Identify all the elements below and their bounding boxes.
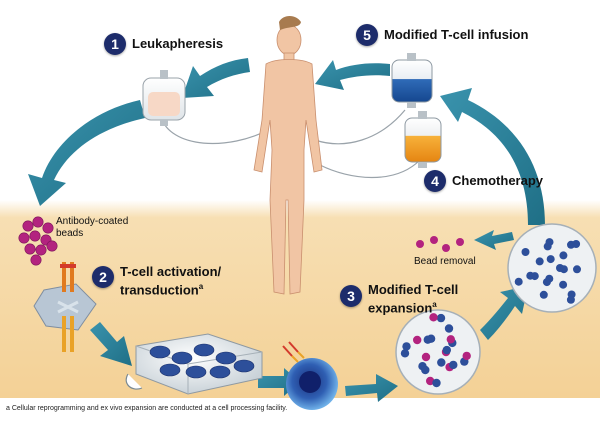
arrow-body-to-bag xyxy=(182,58,250,98)
final-cell xyxy=(539,290,548,299)
final-cell xyxy=(535,257,544,266)
step-4-label: Chemotherapy xyxy=(452,173,544,188)
arrow-to-infusion xyxy=(440,88,545,225)
bead xyxy=(462,351,471,361)
final-cell xyxy=(542,278,551,287)
step-5-label: Modified T-cell infusion xyxy=(384,27,529,42)
footnote: a Cellular reprogramming and ex vivo exp… xyxy=(6,405,288,412)
beads-label-line1: Antibody-coated xyxy=(56,216,129,227)
dish-cell xyxy=(171,351,193,365)
antibody-coated-beads xyxy=(18,216,58,266)
step-2-label-line1: T-cell activation/ xyxy=(120,264,222,279)
expansion-cell xyxy=(432,378,441,388)
dish-cell xyxy=(159,363,181,377)
step-1-badge: 1 xyxy=(104,33,126,55)
final-cell xyxy=(545,238,554,247)
bead xyxy=(429,313,438,322)
leukapheresis-bag xyxy=(142,70,186,126)
beads-label: Antibody-coated beads xyxy=(56,216,128,240)
step-3-badge: 3 xyxy=(340,285,362,307)
final-cell xyxy=(546,255,555,264)
bead xyxy=(46,240,58,252)
bead xyxy=(426,376,435,386)
bead-removal-label: Bead removal xyxy=(414,256,476,267)
step-5-badge: 5 xyxy=(356,24,378,46)
final-cell xyxy=(566,295,575,304)
culture-dish xyxy=(125,333,263,395)
step-2-label-line2: transduction xyxy=(120,282,199,298)
bead xyxy=(446,335,455,344)
expansion-cell xyxy=(400,349,410,358)
expansion-cell xyxy=(423,335,432,344)
arrow-to-final-cells xyxy=(480,286,528,340)
dish-cell xyxy=(149,345,171,359)
arrow-bag-to-beads xyxy=(28,100,145,206)
removed-beads xyxy=(416,236,464,252)
bead xyxy=(24,243,36,255)
dish-cell xyxy=(209,365,231,379)
arrow-bead-removal xyxy=(474,230,514,250)
activation-apparatus xyxy=(33,262,97,352)
step-3-label-line2: expansion xyxy=(368,300,433,316)
step-3-footnote-mark: a xyxy=(432,300,437,309)
final-cell xyxy=(521,248,530,256)
human-figure xyxy=(253,16,323,295)
step-1-label: Leukapheresis xyxy=(132,36,224,51)
arrow-to-culture xyxy=(90,322,132,366)
process-arrows xyxy=(28,58,545,402)
final-cell xyxy=(526,271,535,280)
expansion-cell xyxy=(444,324,454,333)
bead xyxy=(22,220,34,232)
dish-cell xyxy=(185,365,207,379)
bead-removal-culture xyxy=(507,223,597,313)
expansion-cell xyxy=(402,342,411,351)
bead xyxy=(421,352,431,362)
step-3-label-line1: Modified T-cell xyxy=(368,282,459,297)
dish-cell xyxy=(193,343,215,357)
bead xyxy=(35,244,47,256)
bead xyxy=(29,230,41,242)
step-2-badge: 2 xyxy=(92,266,114,288)
expansion-cell xyxy=(421,365,430,375)
bead xyxy=(42,222,54,234)
bead xyxy=(413,335,422,345)
bead xyxy=(30,254,42,266)
step-3-label: Modified T-cell expansiona xyxy=(368,282,458,315)
dish-cell xyxy=(233,359,255,373)
final-cell xyxy=(514,277,523,286)
final-cell xyxy=(559,251,568,260)
modified-t-cell xyxy=(282,341,338,410)
expansion-cell xyxy=(442,345,451,355)
arrow-to-expansion xyxy=(345,374,398,402)
final-cell xyxy=(559,280,568,289)
expansion-cell xyxy=(449,360,458,370)
beads-label-line2: beads xyxy=(56,228,84,239)
final-cell xyxy=(573,265,581,274)
arrow-bag-to-body xyxy=(315,60,390,90)
dish-cell xyxy=(215,351,237,365)
step-2-footnote-mark: a xyxy=(198,282,204,291)
step-2-label: T-cell activation/ transductiona xyxy=(120,264,221,297)
chemotherapy-bag xyxy=(404,111,442,168)
expansion-cell xyxy=(437,358,446,367)
bead xyxy=(32,216,44,228)
infusion-bag xyxy=(391,53,433,108)
expansion-culture xyxy=(395,309,481,395)
expansion-cell xyxy=(436,313,446,323)
final-cell xyxy=(572,240,581,248)
bead xyxy=(18,232,30,244)
final-cell xyxy=(559,265,568,274)
step-4-badge: 4 xyxy=(424,170,446,192)
